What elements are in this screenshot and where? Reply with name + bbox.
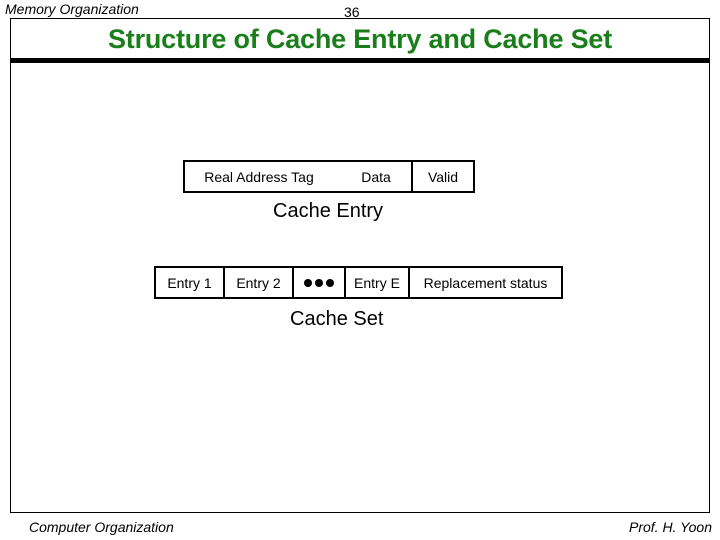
entry-divider (411, 162, 413, 191)
set-divider (223, 268, 225, 297)
ellipsis-icon (294, 268, 344, 297)
footer-course: Computer Organization (29, 519, 174, 535)
entry-field-data: Data (361, 168, 391, 185)
cache-entry-box: Real Address Tag Data Valid (183, 160, 475, 193)
section-header: Memory Organization (5, 1, 139, 17)
set-field-replacement-status: Replacement status (423, 274, 548, 291)
set-field-entry-1: Entry 1 (167, 274, 212, 291)
cache-set-box: Entry 1 Entry 2 Entry E Replacement stat… (154, 266, 563, 299)
slide-frame (10, 18, 710, 513)
set-divider (292, 268, 294, 297)
footer-author: Prof. H. Yoon (628, 519, 712, 535)
set-field-entry-2: Entry 2 (236, 274, 281, 291)
slide-title: Structure of Cache Entry and Cache Set (107, 24, 613, 54)
cache-set-caption: Cache Set (290, 308, 384, 330)
set-divider (344, 268, 346, 297)
entry-field-valid: Valid (427, 168, 459, 185)
set-field-entry-e: Entry E (354, 274, 400, 291)
title-rule (10, 58, 710, 63)
entry-field-tag: Real Address Tag (204, 168, 314, 185)
page-number: 36 (344, 4, 360, 20)
cache-entry-caption: Cache Entry (273, 200, 384, 222)
set-divider (408, 268, 410, 297)
